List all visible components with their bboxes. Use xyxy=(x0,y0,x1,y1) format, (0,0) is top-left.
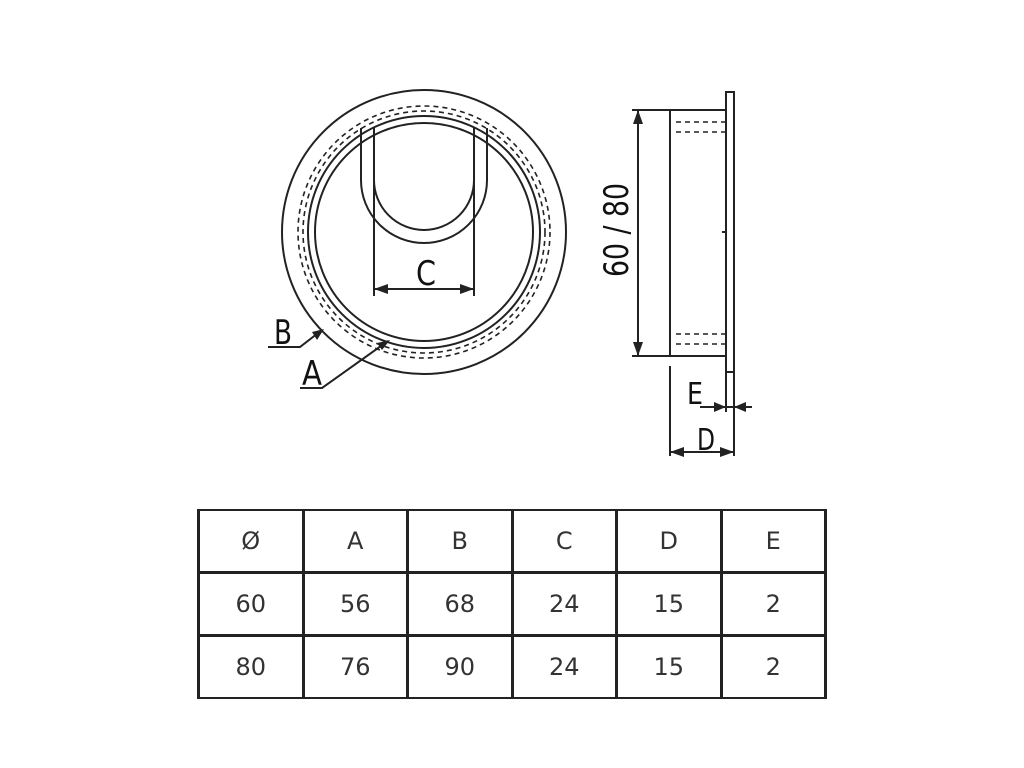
hidden-circle xyxy=(297,105,551,359)
e-arrow-left xyxy=(714,402,726,412)
a-leader xyxy=(300,340,389,389)
header-a: A xyxy=(301,508,409,574)
table-cell: 2 xyxy=(719,571,827,638)
a-arrow xyxy=(377,340,390,350)
side-flange xyxy=(725,91,735,373)
header-e: E xyxy=(719,508,827,574)
table-header-row: Ø A B C D E xyxy=(197,508,827,574)
c-arrow-right xyxy=(460,284,474,294)
inner-ring-circle-2 xyxy=(314,122,534,342)
cable-slot xyxy=(360,128,488,244)
technical-drawing: C B A 60 / 80 E D xyxy=(268,89,752,458)
dimension-table: Ø A B C D E 60 56 68 24 15 2 80 76 90 24… xyxy=(197,508,827,700)
table-cell: 15 xyxy=(615,634,723,700)
cable-slot-inner xyxy=(373,128,475,231)
label-b: B xyxy=(274,313,292,353)
header-b: B xyxy=(406,508,514,574)
table-row: 60 56 68 24 15 2 xyxy=(197,571,827,638)
table-cell: 68 xyxy=(406,571,514,638)
outer-flange-circle xyxy=(281,89,567,375)
e-arrow-right xyxy=(734,402,746,412)
inner-ring-circle xyxy=(307,115,541,349)
hidden-circle-2 xyxy=(302,110,546,354)
label-height: 60 / 80 xyxy=(597,183,637,277)
table-row: 80 76 90 24 15 2 xyxy=(197,634,827,700)
table-cell: 60 xyxy=(197,571,305,638)
header-diameter: Ø xyxy=(197,508,305,574)
side-body xyxy=(669,109,727,357)
table-cell: 2 xyxy=(719,634,827,700)
d-arrow-left xyxy=(670,447,684,457)
height-arrow-top xyxy=(633,110,643,124)
table-cell: 24 xyxy=(510,571,618,638)
table-cell: 15 xyxy=(615,571,723,638)
b-arrow xyxy=(312,329,324,340)
table-cell: 80 xyxy=(197,634,305,700)
d-arrow-right xyxy=(720,447,734,457)
label-e: E xyxy=(687,377,703,412)
table-cell: 56 xyxy=(301,571,409,638)
c-arrow-left xyxy=(374,284,388,294)
label-c: C xyxy=(416,254,436,294)
header-d: D xyxy=(615,508,723,574)
label-d: D xyxy=(697,423,715,458)
table-cell: 90 xyxy=(406,634,514,700)
table-cell: 76 xyxy=(301,634,409,700)
table-cell: 24 xyxy=(510,634,618,700)
label-a: A xyxy=(302,354,322,394)
height-arrow-bottom xyxy=(633,342,643,356)
header-c: C xyxy=(510,508,618,574)
